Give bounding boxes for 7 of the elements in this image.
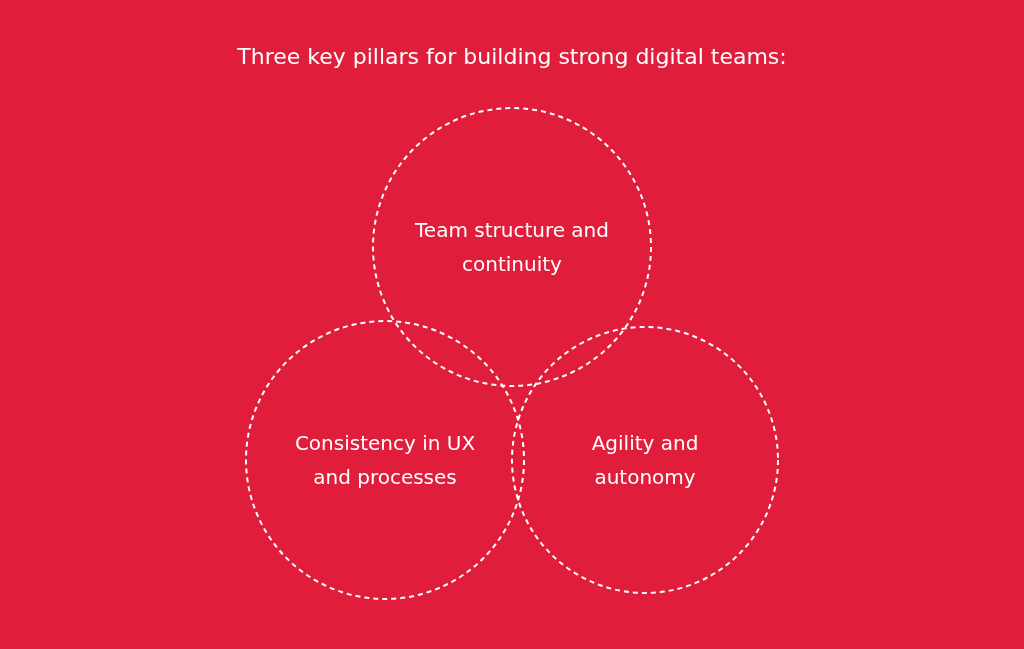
- venn-circle: [245, 320, 525, 600]
- circle-label: Team structure and continuity: [414, 217, 610, 278]
- circle-label: Consistency in UX and processes: [293, 430, 477, 491]
- diagram-title: Three key pillars for building strong digital teams:: [237, 44, 787, 69]
- venn-circle: [511, 326, 779, 594]
- venn-circle: [372, 107, 652, 387]
- circle-label: Agility and autonomy: [590, 430, 700, 491]
